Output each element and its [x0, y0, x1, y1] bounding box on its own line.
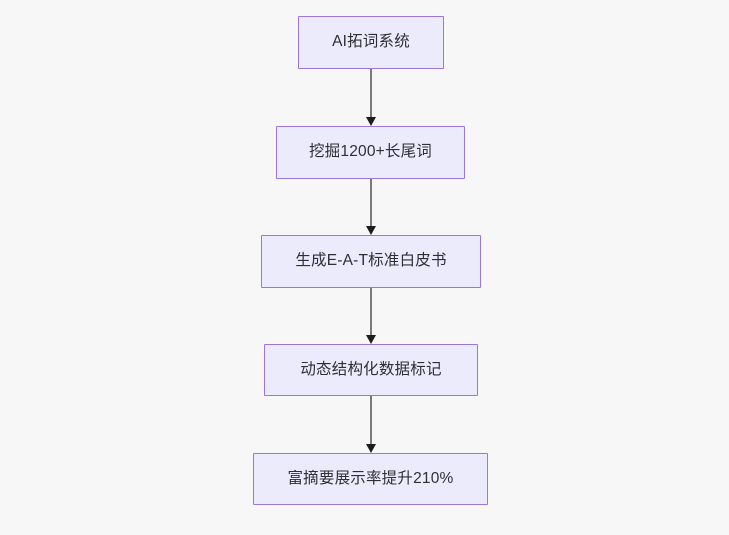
flow-node-label: 挖掘1200+长尾词: [308, 143, 433, 161]
flow-node-label: 动态结构化数据标记: [300, 360, 442, 378]
flow-node-n5[interactable]: 富摘要展示率提升210%: [253, 453, 488, 505]
flow-node-n2[interactable]: 挖掘1200+长尾词: [276, 126, 465, 179]
flow-edge-arrowhead-e4: [366, 444, 376, 453]
flow-edge-arrowhead-e1: [366, 117, 376, 126]
flow-node-n3[interactable]: 生成E-A-T标准白皮书: [261, 235, 481, 288]
flow-node-n4[interactable]: 动态结构化数据标记: [264, 344, 478, 396]
flow-node-label: AI拓词系统: [332, 33, 410, 51]
flow-node-label: 生成E-A-T标准白皮书: [295, 252, 447, 270]
flow-node-label: 富摘要展示率提升210%: [287, 469, 454, 487]
flow-node-n1[interactable]: AI拓词系统: [298, 16, 444, 69]
flow-edge-arrowhead-e2: [366, 226, 376, 235]
flow-edge-arrowhead-e3: [366, 335, 376, 344]
